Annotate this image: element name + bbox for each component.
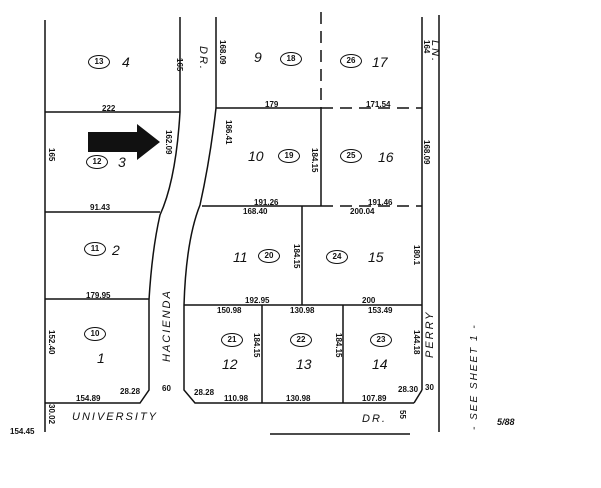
lot-number: 17 bbox=[372, 54, 388, 70]
parcel-number: 19 bbox=[278, 149, 300, 163]
parcel-number: 24 bbox=[326, 250, 348, 264]
arrow-icon bbox=[88, 124, 160, 160]
street-label-perry: PERRY bbox=[424, 310, 436, 359]
lot-number: 10 bbox=[248, 148, 264, 164]
dimension-label: 60 bbox=[162, 384, 171, 393]
dimension-label: 30.02 bbox=[47, 404, 56, 425]
dimension-label: 165 bbox=[175, 58, 184, 72]
lot-number: 11 bbox=[233, 249, 248, 265]
parcel-number: 11 bbox=[84, 242, 106, 256]
dimension-label: 55 bbox=[398, 410, 407, 419]
parcel-number: 23 bbox=[370, 333, 392, 347]
dimension-label: 200.04 bbox=[350, 207, 375, 216]
dimension-label: 28.30 bbox=[398, 385, 419, 394]
dimension-label: 184.15 bbox=[310, 148, 319, 173]
dimension-label: 171.54 bbox=[366, 100, 391, 109]
lot-number: 15 bbox=[368, 249, 384, 265]
dimension-label: 165 bbox=[47, 148, 56, 162]
dimension-label: 152.40 bbox=[47, 330, 56, 355]
dimension-label: 222 bbox=[102, 104, 116, 113]
parcel-number: 22 bbox=[290, 333, 312, 347]
dimension-label: 192.95 bbox=[245, 296, 270, 305]
dimension-label: 130.98 bbox=[286, 394, 311, 403]
parcel-number: 25 bbox=[340, 149, 362, 163]
parcel-number: 20 bbox=[258, 249, 280, 263]
dimension-label: 184.15 bbox=[252, 333, 261, 358]
street-label-university: UNIVERSITY bbox=[72, 411, 159, 423]
parcel-number: 18 bbox=[280, 52, 302, 66]
street-label-hacienda-dr: DR. bbox=[197, 46, 209, 71]
parcel-number: 12 bbox=[86, 155, 108, 169]
dimension-label: 168.09 bbox=[218, 40, 227, 65]
dimension-label: 179.95 bbox=[86, 291, 111, 300]
dimension-label: 191.46 bbox=[368, 198, 393, 207]
dimension-label: 164 bbox=[422, 40, 431, 54]
dimension-label: 168.09 bbox=[422, 140, 431, 165]
dimension-label: 186.41 bbox=[224, 120, 233, 145]
see-sheet-note: - SEE SHEET 1 - bbox=[469, 323, 480, 430]
dimension-label: 28.28 bbox=[120, 387, 141, 396]
parcel-number: 21 bbox=[221, 333, 243, 347]
lot-number: 2 bbox=[112, 242, 120, 258]
lot-number: 12 bbox=[222, 356, 238, 372]
lot-number: 9 bbox=[254, 49, 262, 65]
dimension-label: 153.49 bbox=[368, 306, 393, 315]
dimension-label: 184.15 bbox=[292, 244, 301, 269]
dimension-label: 91.43 bbox=[90, 203, 111, 212]
lot-number: 13 bbox=[296, 356, 312, 372]
dimension-label: 154.89 bbox=[76, 394, 101, 403]
street-label-hacienda: HACIENDA bbox=[161, 289, 173, 362]
dimension-label: 150.98 bbox=[217, 306, 242, 315]
dimension-label: 200 bbox=[362, 296, 376, 305]
lot-number: 16 bbox=[378, 149, 394, 165]
dimension-label: 180.1 bbox=[412, 245, 421, 266]
parcel-number: 10 bbox=[84, 327, 106, 341]
dimension-label: 154.45 bbox=[10, 427, 35, 436]
dimension-label: 162.09 bbox=[164, 130, 173, 155]
dimension-label: 130.98 bbox=[290, 306, 315, 315]
dimension-label: 110.98 bbox=[224, 394, 249, 403]
street-label-university-dr: DR. bbox=[362, 413, 387, 425]
lot-number: 14 bbox=[372, 356, 388, 372]
lot-number: 1 bbox=[97, 350, 105, 366]
dimension-label: 184.15 bbox=[334, 333, 343, 358]
dimension-label: 179 bbox=[265, 100, 279, 109]
dimension-label: 30 bbox=[425, 383, 434, 392]
dimension-label: 144.18 bbox=[412, 330, 421, 355]
lot-number: 4 bbox=[122, 54, 130, 70]
dimension-label: 107.89 bbox=[362, 394, 387, 403]
dimension-label: 28.28 bbox=[194, 388, 215, 397]
lot-number: 3 bbox=[118, 154, 126, 170]
date-label: 5/88 bbox=[497, 417, 515, 427]
parcel-number: 26 bbox=[340, 54, 362, 68]
parcel-number: 13 bbox=[88, 55, 110, 69]
dimension-label: 168.40 bbox=[243, 207, 268, 216]
dimension-label: 191.26 bbox=[254, 198, 279, 207]
